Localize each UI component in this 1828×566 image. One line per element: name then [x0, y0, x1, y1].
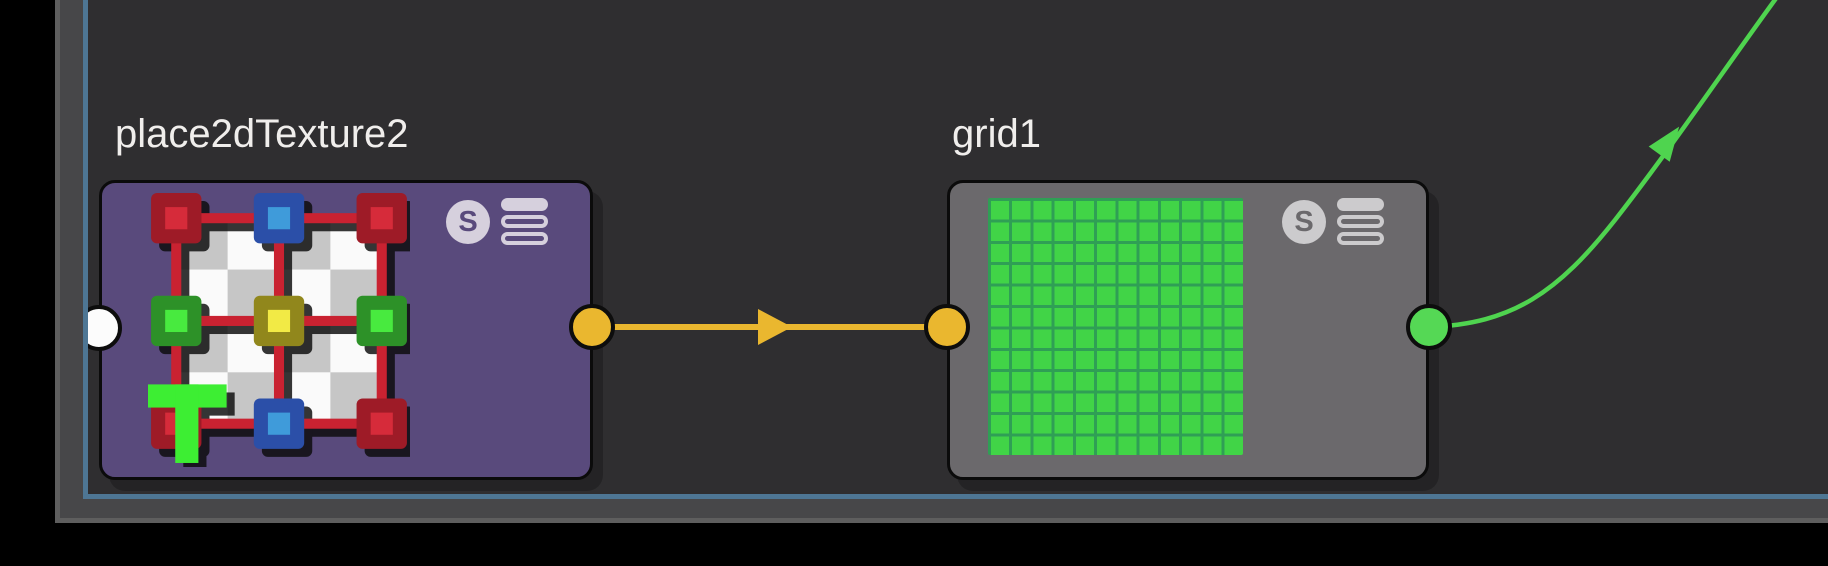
port-place2d-output[interactable]	[569, 304, 615, 350]
display-mode-bar-solid	[501, 198, 548, 211]
connection-grid-output[interactable]	[1428, 0, 1785, 330]
connections-layer	[88, 0, 1785, 351]
port-place2d-input[interactable]	[88, 305, 122, 351]
node-title-place2dtexture2: place2dTexture2	[115, 112, 409, 156]
display-mode-bar-hollow	[1337, 215, 1384, 228]
display-mode-bar-hollow	[1337, 232, 1384, 245]
connection-arrow-yellow	[758, 309, 792, 345]
badge-cluster: S	[446, 198, 548, 245]
display-mode-bar-hollow	[501, 215, 548, 228]
display-mode-bar-hollow	[501, 232, 548, 245]
center-handle	[253, 295, 305, 347]
connection-arrow-green	[1648, 126, 1680, 162]
node-grid1[interactable]: S	[947, 180, 1429, 480]
node-place2dtexture2[interactable]: S	[99, 180, 593, 480]
edge-handles-blue	[253, 193, 305, 449]
swatch-badge[interactable]: S	[1282, 200, 1326, 244]
port-grid-output[interactable]	[1406, 304, 1452, 350]
display-mode-icon[interactable]	[1337, 198, 1384, 245]
port-grid-input[interactable]	[924, 304, 970, 350]
node-title-grid1: grid1	[952, 112, 1041, 156]
badge-cluster: S	[1282, 198, 1384, 245]
edge-handles-green	[151, 295, 407, 347]
display-mode-bar-solid	[1337, 198, 1384, 211]
place2d-texture-icon	[148, 193, 410, 467]
display-mode-icon[interactable]	[501, 198, 548, 245]
swatch-badge[interactable]: S	[446, 200, 490, 244]
grid-texture-preview	[988, 198, 1243, 455]
node-editor-canvas[interactable]: place2dTexture2 grid1	[88, 0, 1828, 494]
texture-t-glyph	[148, 384, 227, 463]
